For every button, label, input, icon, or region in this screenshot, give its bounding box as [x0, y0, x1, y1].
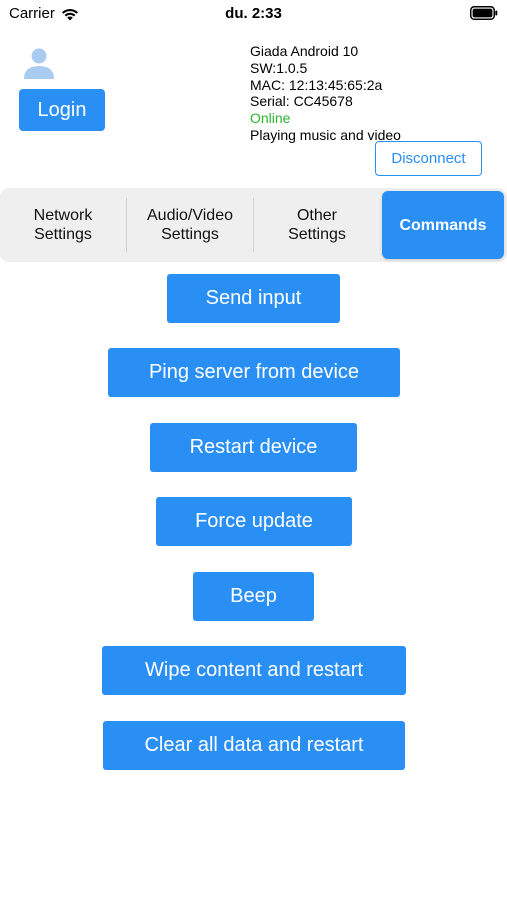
- tab-audio-video-settings[interactable]: Audio/Video Settings: [127, 188, 253, 262]
- send-input-button[interactable]: Send input: [167, 274, 340, 323]
- battery-icon: [470, 6, 498, 20]
- tab-label-line1: Other: [296, 207, 337, 224]
- tab-divider: [126, 198, 127, 252]
- status-bar: Carrier du. 2:33: [0, 0, 507, 30]
- tab-commands[interactable]: Commands: [382, 191, 504, 259]
- device-name: Giada Android 10: [250, 43, 359, 59]
- user-avatar-icon: [24, 48, 54, 79]
- device-serial: Serial: CC45678: [250, 93, 353, 110]
- tab-other-settings[interactable]: Other Settings: [254, 188, 380, 262]
- beep-button[interactable]: Beep: [193, 572, 314, 621]
- device-activity: Playing music and video: [250, 126, 401, 143]
- ping-server-button[interactable]: Ping server from device: [108, 348, 400, 397]
- status-time: du. 2:33: [225, 5, 282, 22]
- disconnect-button[interactable]: Disconnect: [375, 141, 482, 176]
- tab-divider: [253, 198, 254, 252]
- force-update-button[interactable]: Force update: [156, 497, 352, 546]
- restart-device-button[interactable]: Restart device: [150, 423, 357, 472]
- device-sw-version: SW:1.0.5: [250, 59, 308, 76]
- device-mac: MAC: 12:13:45:65:2a: [250, 76, 383, 93]
- wifi-icon: [61, 8, 78, 20]
- tab-network-settings[interactable]: Network Settings: [0, 188, 126, 262]
- tab-label: Commands: [399, 216, 487, 234]
- tab-label-line2: Settings: [34, 226, 92, 243]
- device-info: Giada Android 10 SW:1.0.5 MAC: 12:13:45:…: [250, 43, 401, 144]
- carrier-indicator: Carrier: [9, 5, 79, 22]
- login-button[interactable]: Login: [19, 89, 105, 131]
- wipe-content-button[interactable]: Wipe content and restart: [102, 646, 406, 695]
- tab-label-line2: Settings: [161, 226, 219, 243]
- tab-label-line2: Settings: [288, 226, 346, 243]
- device-status: Online: [250, 110, 291, 127]
- tab-label-line1: Audio/Video: [147, 207, 233, 224]
- clear-all-data-button[interactable]: Clear all data and restart: [103, 721, 405, 770]
- carrier-label: Carrier: [9, 5, 55, 22]
- settings-tabs: Network Settings Audio/Video Settings Ot…: [0, 188, 507, 262]
- tab-label-line1: Network: [33, 207, 93, 224]
